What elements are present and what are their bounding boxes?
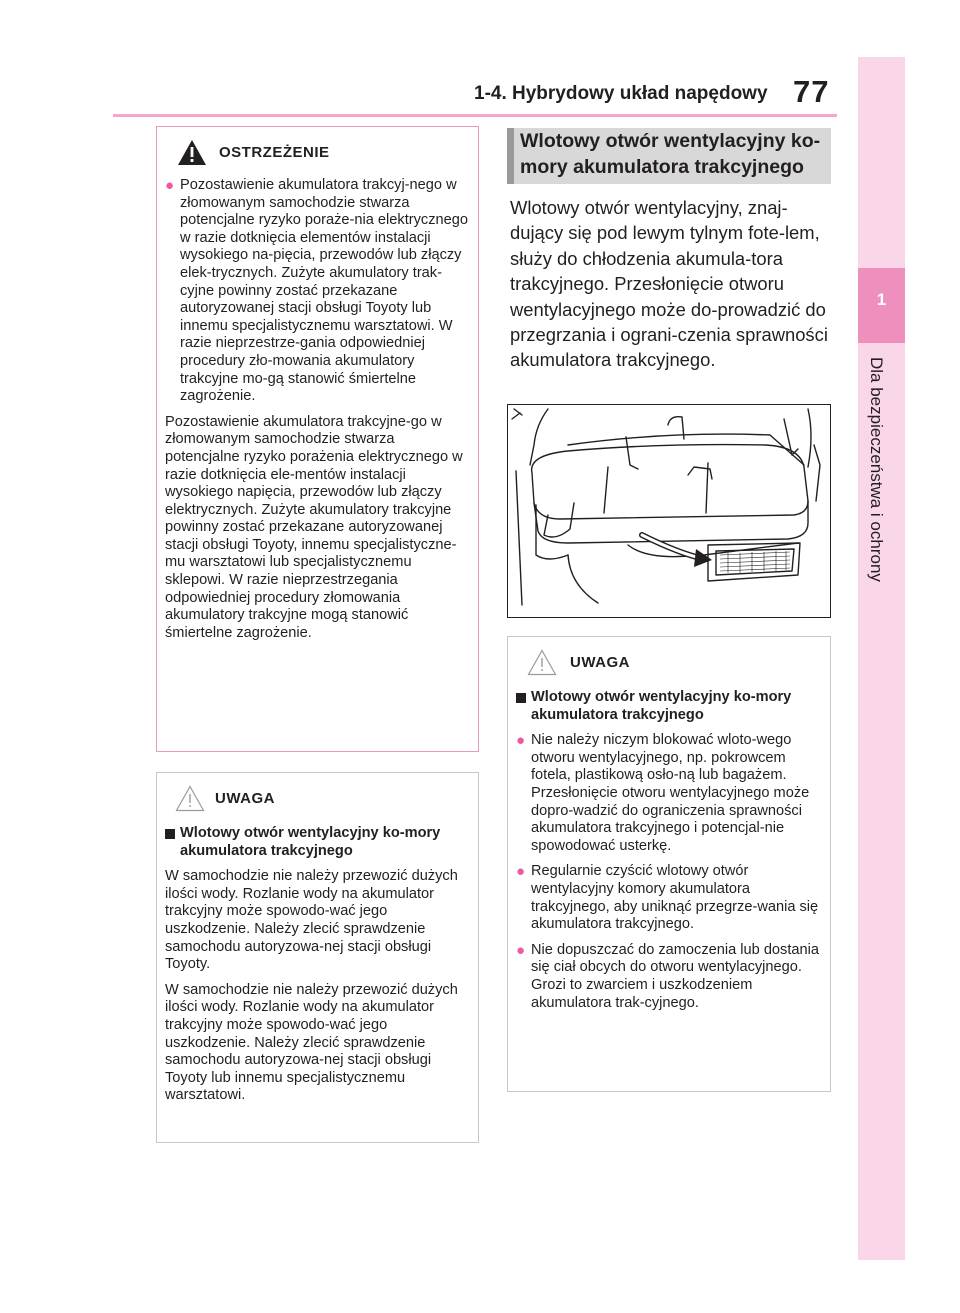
chapter-number: 1 [876,290,887,309]
page-number: 77 [793,74,830,109]
caution-triangle-icon [527,649,557,676]
section-heading: Wlotowy otwór wentylacyjny ko-mory akumu… [507,128,831,184]
warning-paragraph: Pozostawienie akumulatora trakcyjne-go w… [165,413,463,641]
bullet-dot-icon: ● [516,863,526,881]
side-tab-active-chapter[interactable] [858,268,905,343]
warning-title: OSTRZEŻENIE [219,144,330,161]
notice-right-title: UWAGA [570,654,630,671]
notice-right-bullet-text: Nie dopuszczać do zamoczenia lub dostani… [531,941,819,1011]
notice-right-bullet-1: ● Nie należy niczym blokować wloto-wego … [516,732,824,855]
header-title: 1-4. Hybrydowy układ napędowy [474,83,768,104]
notice-left-subheading-text: Wlotowy otwór wentylacyjny ko-mory akumu… [180,825,441,859]
caution-triangle-icon [175,785,205,812]
side-tab-label: Dla bezpieczeństwa i ochrony [867,357,886,582]
bullet-dot-icon: ● [516,732,526,750]
notice-box-right: UWAGA Wlotowy otwór wentylacyjny ko-mory… [507,636,831,1092]
notice-box-right-header: UWAGA [508,649,830,677]
warning-triangle-icon [178,140,206,165]
notice-right-bullet-3: ● Nie dopuszczać do zamoczenia lub dosta… [516,942,824,1012]
header-rule [113,114,837,117]
warning-box-header: OSTRZEŻENIE [157,139,478,167]
notice-right-subheading: Wlotowy otwór wentylacyjny ko-mory akumu… [516,689,824,724]
warning-bullet: ● Pozostawienie akumulatora trakcyj-nego… [165,177,472,406]
square-bullet-icon [165,829,175,839]
warning-box: OSTRZEŻENIE ● Pozostawienie akumulatora … [156,126,479,752]
rear-seat-vent-drawing [511,408,821,606]
rear-seat-illustration [507,404,831,618]
notice-left-subheading: Wlotowy otwór wentylacyjny ko-mory akumu… [165,825,472,860]
notice-right-bullet-2: ● Regularnie czyścić wlotowy otwór wenty… [516,863,824,933]
notice-right-bullet-text: Nie należy niczym blokować wloto-wego ot… [531,732,810,854]
notice-left-title: UWAGA [215,790,275,807]
side-tab [858,57,905,1260]
notice-right-bullet-text: Regularnie czyścić wlotowy otwór wentyla… [531,863,819,933]
notice-box-left: UWAGA Wlotowy otwór wentylacyjny ko-mory… [156,772,479,1143]
notice-right-subheading-text: Wlotowy otwór wentylacyjny ko-mory akumu… [531,689,792,723]
square-bullet-icon [516,693,526,703]
notice-box-left-header: UWAGA [157,785,478,813]
bullet-dot-icon: ● [516,941,526,959]
notice-left-paragraph-1: W samochodzie nie należy przewozić dużyc… [165,868,458,973]
section-body: Wlotowy otwór wentylacyjny, znaj-dujący … [510,197,828,371]
warning-bullet-text: Pozostawienie akumulatora trakcyj-nego w… [180,177,468,405]
bullet-dot-icon: ● [165,177,175,194]
notice-left-paragraph-2: W samochodzie nie należy przewozić dużyc… [165,981,458,1104]
